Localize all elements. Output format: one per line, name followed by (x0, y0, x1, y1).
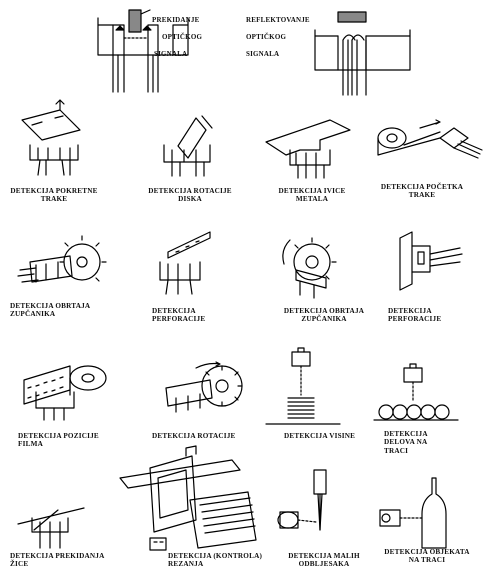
icon-rotation (165, 361, 243, 413)
header-right-line-3: SIGNALA (246, 50, 280, 59)
icon-height-detection (265, 347, 341, 425)
label-height: DETEKCIJA VISINE (284, 432, 356, 440)
label-moving-tape: DETEKCIJA POKRETNE TRAKE (10, 187, 98, 204)
icon-moving-tape (21, 99, 81, 176)
icon-tape-start (377, 119, 483, 159)
fork-sensor-diagram (97, 9, 189, 93)
label-disk-rotation: DETEKCIJA ROTACIJE DISKA (148, 187, 232, 204)
icon-gear-rotation-2 (282, 237, 337, 299)
header-left-line-2: OPTIČKOG (162, 33, 203, 42)
label-interrupting-signal: PREKIDANJE OPTIČKOG SIGNALA (152, 8, 202, 67)
icon-parts-on-belt (373, 363, 459, 421)
icon-disk-rotation (163, 115, 213, 177)
header-right-line-1: REFLEKTOVANJE (246, 16, 310, 25)
icon-wire-break (17, 507, 85, 549)
icon-perforation-2 (399, 231, 463, 291)
label-rotation: DETEKCIJA ROTACIJE (152, 432, 236, 440)
icon-objects-on-belt (379, 477, 447, 549)
label-gear-rotation-1: DETEKCIJA OBRTAJA ZUPČANIKA (10, 302, 91, 319)
icon-small-reflections (277, 469, 327, 531)
header-right-line-2: OPTIČKOG (246, 33, 287, 42)
header-left-line-1: PREKIDANJE (152, 16, 200, 25)
label-objects-on-belt: DETEKCIJA OBJEKATA NA TRACI (384, 548, 470, 565)
header-left-line-3: SIGNALA (154, 50, 188, 59)
reflective-sensor-diagram (314, 11, 411, 96)
label-perforation-1: DETEKCIJA PERFORACIJE (152, 307, 206, 324)
label-film-position: DETEKCIJA POZICIJE FILMA (18, 432, 99, 449)
label-wire-break: DETEKCIJA PREKIDANJA ŽICE (10, 552, 105, 569)
label-cutting-control: DETEKCIJA (KONTROLA) REZANJA (168, 552, 263, 569)
icon-metal-edge (265, 119, 351, 179)
icon-cutting-control (119, 445, 257, 551)
icon-perforation-1 (159, 231, 211, 295)
icon-gear-rotation-1 (17, 235, 107, 283)
label-small-reflections: DETEKCIJA MALIH ODBLJESAKA (288, 552, 360, 569)
icon-film-position (23, 365, 107, 421)
label-metal-edge: DETEKCIJA IVICE METALA (278, 187, 346, 204)
label-gear-rotation-2: DETEKCIJA OBRTAJA ZUPČANIKA (283, 307, 365, 324)
label-perforation-2: DETEKCIJA PERFORACIJE (388, 307, 442, 324)
label-reflecting-signal: REFLEKTOVANJE OPTIČKOG SIGNALA (246, 8, 310, 67)
label-parts-on-belt: DETEKCIJA DELOVA NA TRACI (384, 430, 428, 455)
label-tape-start: DETEKCIJA POČETKA TRAKE (380, 183, 464, 200)
